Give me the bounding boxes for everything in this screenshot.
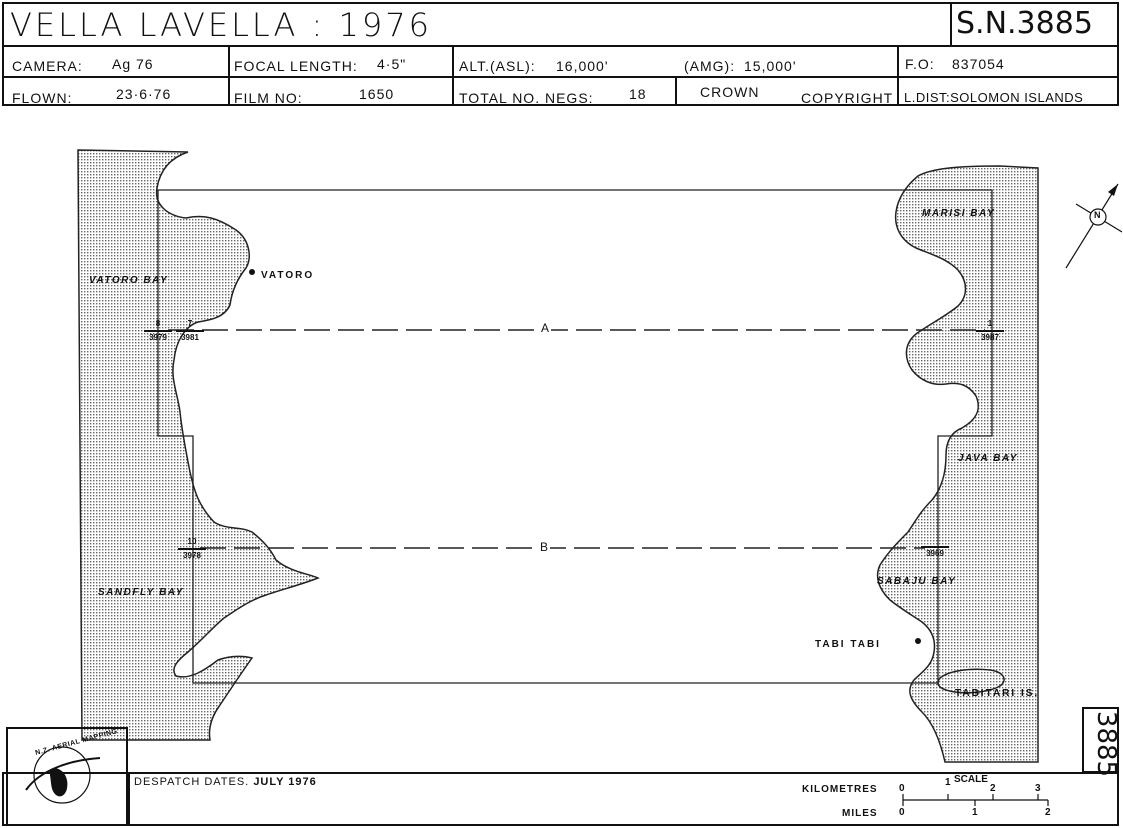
vatoro-dot [249,269,255,275]
sheet-number: 3885 [1091,710,1122,778]
scale-title: SCALE [954,774,988,785]
km-tick: 2 [990,783,996,794]
film-label: FILM NO: [234,90,303,106]
header-divider [228,45,230,106]
photo-marker: 1 3987 [976,319,1004,343]
header-divider [897,45,899,106]
photo-marker: 3969 [920,545,950,559]
km-tick: 1 [945,777,951,788]
mile-tick: 2 [1045,807,1051,818]
coverage-outline [157,189,993,684]
fo-value: 837054 [952,56,1005,72]
photo-marker: 10 3978 [178,537,206,561]
label-vatoro-bay: VATORO BAY [89,275,169,286]
north-arrow-icon [1065,183,1123,269]
fo-label: F.O: [905,56,935,72]
camera-value: Ag 76 [112,56,154,72]
label-marisi-bay: MARISI BAY [922,208,996,219]
photo-neg-number: 3987 [981,333,999,342]
focal-length-label: FOCAL LENGTH: [234,58,358,74]
negs-label: TOTAL NO. NEGS: [459,90,594,106]
map-title: VELLA LAVELLA : 1976 [10,6,432,44]
photo-neg-number: 3969 [926,549,944,558]
mile-tick: 0 [899,807,905,818]
logo-box: N.Z. AERIAL MAPPING [6,727,128,826]
km-tick: 0 [899,783,905,794]
flown-label: FLOWN: [12,90,73,106]
run-label-a: A [539,321,552,335]
film-value: 1650 [359,86,395,102]
footer-bar: DESPATCH DATES. JULY 1976 KILOMETRES MIL… [2,772,1119,826]
km-label: KILOMETRES [802,784,878,795]
despatch-label: DESPATCH DATES. JULY 1976 [134,776,317,788]
km-tick: 3 [1035,783,1041,794]
header-divider [452,45,454,106]
negs-value: 18 [629,86,647,102]
logo-text: N.Z. AERIAL MAPPING [34,728,119,757]
photo-neg-number: 3981 [181,333,199,342]
photo-run-number: 10 [187,537,197,546]
alt-amg-value: 15,000' [744,58,797,74]
miles-label: MILES [842,808,878,819]
photo-neg-number: 3979 [149,333,167,342]
tabitari-island [937,668,1005,694]
company-logo [25,746,101,804]
header-divider [950,4,952,45]
footer-divider [128,774,130,824]
photo-run-number: 7 [187,319,193,328]
tabi-tabi-dot [915,638,921,644]
alt-asl-label: ALT.(ASL): [459,58,536,74]
crown-text: CROWN [700,84,760,100]
scale-bar [902,794,1049,806]
copyright-text: COPYRIGHT [801,90,894,106]
header-divider [4,76,1117,78]
flown-value: 23·6·76 [116,86,172,102]
header-divider [675,76,677,106]
land-district: L.DIST:SOLOMON ISLANDS [904,90,1084,105]
photo-run-number: 1 [987,319,993,328]
left-coastline [77,149,320,741]
label-sabaju-bay: SABAJU BAY [877,576,957,587]
mile-tick: 1 [972,807,978,818]
right-coastline [876,165,1039,763]
photo-marker: 8 3979 [144,319,172,343]
alt-amg-label: (AMG): [684,58,736,74]
header-table: VELLA LAVELLA : 1976 S.N.3885 CAMERA: Ag… [2,2,1119,106]
label-tabi-tabi: TABI TABI [815,639,881,650]
serial-number: S.N.3885 [956,6,1093,41]
focal-length-value: 4·5" [377,56,407,72]
label-java-bay: JAVA BAY [958,453,1018,464]
alt-asl-value: 16,000' [556,58,609,74]
camera-label: CAMERA: [12,58,83,74]
label-sandfly-bay: SANDFLY BAY [98,587,184,598]
run-label-b: B [538,540,551,554]
north-letter: N [1094,210,1101,220]
label-vatoro: VATORO [261,270,315,281]
photo-run-number: 8 [155,319,161,328]
despatch-value: JULY 1976 [253,776,317,788]
photo-neg-number: 3978 [183,551,201,560]
label-tabitari: TABITARI IS. [955,688,1040,699]
sheet-number-box: 3885 [1082,707,1121,777]
header-divider [4,45,1117,47]
photo-marker: 7 3981 [176,319,204,343]
